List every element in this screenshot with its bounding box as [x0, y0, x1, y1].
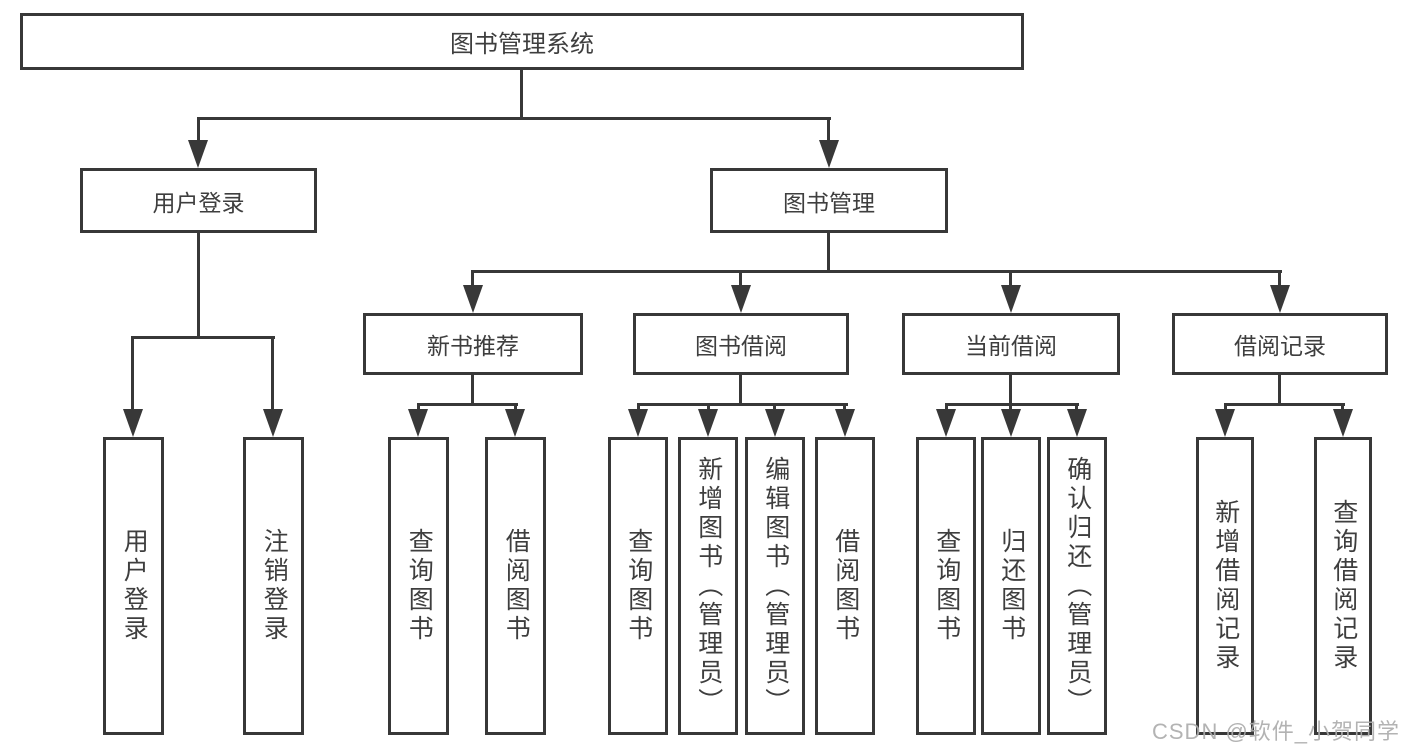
connector-borrowing-records-bar [1224, 403, 1345, 406]
connector-book-borrowing-bar [637, 403, 848, 406]
connector-drop-leaf [843, 403, 846, 413]
connector-new-book-stem [471, 375, 474, 403]
connector-borrowing-records-stem [1278, 375, 1281, 403]
leaf-logout: 注销登录 [243, 437, 304, 735]
leaf-confirm-return-admin: 确认归还（管理员） [1047, 437, 1107, 735]
connector-current-borrowing-bar [945, 403, 1079, 406]
leaf-query-books-borrowing: 查询图书 [608, 437, 668, 735]
leaf-label: 注销登录 [260, 528, 289, 644]
node-library-system: 图书管理系统 [20, 13, 1024, 70]
node-label: 借阅记录 [1234, 333, 1326, 359]
node-book-management: 图书管理 [710, 168, 948, 233]
connector-drop-leaf [707, 403, 710, 413]
arrow-down-icon [505, 409, 525, 437]
csdn-watermark: CSDN @软件_小贺同学 [1152, 719, 1401, 744]
leaf-borrow-books-borrowing: 借阅图书 [815, 437, 875, 735]
node-borrowing-records: 借阅记录 [1172, 313, 1388, 375]
leaf-query-books-current: 查询图书 [916, 437, 976, 735]
connector-drop-leaf [514, 403, 517, 413]
arrow-down-icon [835, 409, 855, 437]
arrow-down-icon [408, 409, 428, 437]
connector-drop-logout-leaf [271, 336, 274, 413]
leaf-borrow-books-recommend: 借阅图书 [485, 437, 546, 735]
arrow-down-icon [263, 409, 283, 437]
arrow-down-icon [1333, 409, 1353, 437]
connector-drop-leaf [945, 403, 948, 413]
connector-drop-new-book [471, 270, 474, 289]
connector-level2-bar [471, 270, 1282, 273]
leaf-label: 查询图书 [932, 528, 961, 644]
connector-current-borrowing-stem [1009, 375, 1012, 403]
arrow-down-icon [765, 409, 785, 437]
node-label: 新书推荐 [427, 333, 519, 359]
node-label: 当前借阅 [965, 333, 1057, 359]
leaf-label: 查询借阅记录 [1329, 499, 1358, 673]
connector-drop-leaf [1075, 403, 1078, 413]
connector-new-book-bar [417, 403, 518, 406]
arrow-down-icon [1270, 285, 1290, 313]
leaf-label: 借阅图书 [831, 528, 860, 644]
connector-root-stem [520, 70, 523, 117]
leaf-return-books: 归还图书 [981, 437, 1041, 735]
connector-drop-user-login [197, 117, 200, 146]
leaf-label: 用户登录 [120, 528, 149, 644]
node-label: 图书管理系统 [450, 31, 594, 58]
leaf-query-books-recommend: 查询图书 [388, 437, 449, 735]
node-book-borrowing: 图书借阅 [633, 313, 849, 375]
arrow-down-icon [698, 409, 718, 437]
leaf-edit-books-admin: 编辑图书（管理员） [745, 437, 805, 735]
node-current-borrowing: 当前借阅 [902, 313, 1120, 375]
arrow-down-icon [819, 140, 839, 168]
arrow-down-icon [1215, 409, 1235, 437]
connector-drop-book-management [827, 117, 830, 146]
connector-drop-leaf [773, 403, 776, 413]
leaf-label: 新增图书（管理员） [694, 455, 723, 717]
arrow-down-icon [123, 409, 143, 437]
node-label: 图书借阅 [695, 333, 787, 359]
arrow-down-icon [1067, 409, 1087, 437]
connector-drop-leaf [637, 403, 640, 413]
leaf-label: 查询图书 [624, 528, 653, 644]
connector-drop-login-leaf [131, 336, 134, 413]
leaf-label: 归还图书 [997, 528, 1026, 644]
leaf-label: 编辑图书（管理员） [761, 455, 790, 717]
arrow-down-icon [1001, 409, 1021, 437]
arrow-down-icon [188, 140, 208, 168]
node-user-login: 用户登录 [80, 168, 317, 233]
connector-level1-bar [197, 117, 831, 120]
arrow-down-icon [731, 285, 751, 313]
connector-book-management-stem [827, 233, 830, 272]
leaf-label: 借阅图书 [502, 528, 531, 644]
connector-drop-borrowing-records [1278, 270, 1281, 289]
leaf-add-borrow-record: 新增借阅记录 [1196, 437, 1254, 735]
connector-user-login-stem [197, 233, 200, 336]
connector-drop-current-borrowing [1009, 270, 1012, 289]
leaf-label: 确认归还（管理员） [1063, 455, 1092, 717]
leaf-label: 查询图书 [405, 528, 434, 644]
connector-drop-leaf [1341, 403, 1344, 413]
connector-drop-leaf [417, 403, 420, 413]
arrow-down-icon [628, 409, 648, 437]
node-new-book-recommend: 新书推荐 [363, 313, 583, 375]
leaf-query-borrow-record: 查询借阅记录 [1314, 437, 1372, 735]
connector-book-borrowing-stem [739, 375, 742, 403]
node-label: 用户登录 [152, 189, 245, 216]
arrow-down-icon [463, 285, 483, 313]
arrow-down-icon [936, 409, 956, 437]
leaf-label: 新增借阅记录 [1211, 499, 1240, 673]
leaf-user-login: 用户登录 [103, 437, 164, 735]
connector-drop-book-borrowing [739, 270, 742, 289]
node-label: 图书管理 [783, 189, 875, 216]
arrow-down-icon [1001, 285, 1021, 313]
connector-drop-leaf [1224, 403, 1227, 413]
connector-user-login-bar [131, 336, 275, 339]
leaf-add-books-admin: 新增图书（管理员） [678, 437, 738, 735]
connector-drop-leaf [1009, 403, 1012, 413]
